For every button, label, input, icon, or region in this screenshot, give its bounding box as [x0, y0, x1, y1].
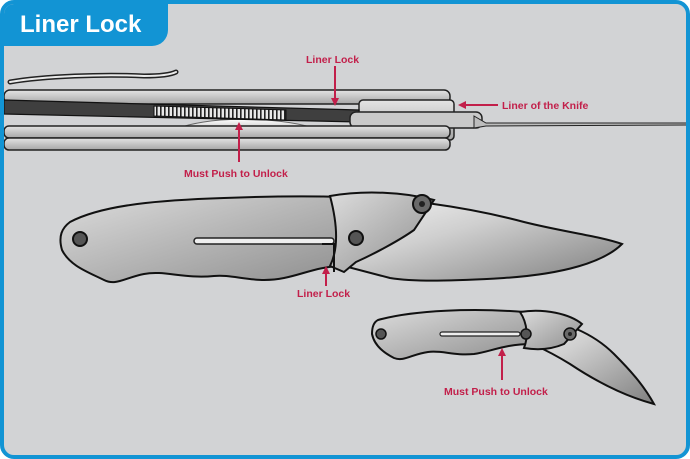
callout-bottom-must-push: Must Push to Unlock — [444, 348, 548, 398]
small-knife — [370, 309, 657, 406]
title-tab: Liner Lock — [4, 4, 168, 46]
label-top-must-push: Must Push to Unlock — [184, 168, 288, 180]
large-handle-slot — [193, 237, 335, 245]
large-liner-lock — [322, 243, 335, 272]
small-mid-screw — [520, 328, 532, 340]
callout-liner-of-knife: Liner of the Knife — [458, 100, 588, 112]
top-view-knife — [4, 69, 686, 151]
blade-edge — [473, 115, 686, 129]
small-rear-screw — [375, 328, 387, 340]
top-scale — [4, 89, 451, 105]
large-knife — [59, 191, 624, 284]
liner-lock-ridges — [153, 105, 287, 121]
diagram-art: Liner Lock Liner of the Knife Must Push … — [4, 54, 686, 406]
callout-middle-liner-lock: Liner Lock — [297, 266, 350, 300]
label-middle-liner-lock: Liner Lock — [297, 288, 350, 300]
label-top-liner-lock: Liner Lock — [306, 54, 359, 66]
diagram-title: Liner Lock — [20, 11, 142, 38]
large-rear-screw — [72, 231, 88, 247]
small-handle-slot — [439, 331, 521, 337]
label-bottom-must-push: Must Push to Unlock — [444, 386, 548, 398]
callout-top-must-push: Must Push to Unlock — [184, 122, 288, 180]
callout-top-liner-lock: Liner Lock — [306, 54, 359, 106]
pocket-clip — [7, 69, 179, 85]
large-mid-screw — [348, 230, 364, 246]
large-bolster — [328, 191, 436, 274]
bottom-scale — [4, 125, 451, 139]
label-liner-of-knife: Liner of the Knife — [502, 100, 588, 112]
